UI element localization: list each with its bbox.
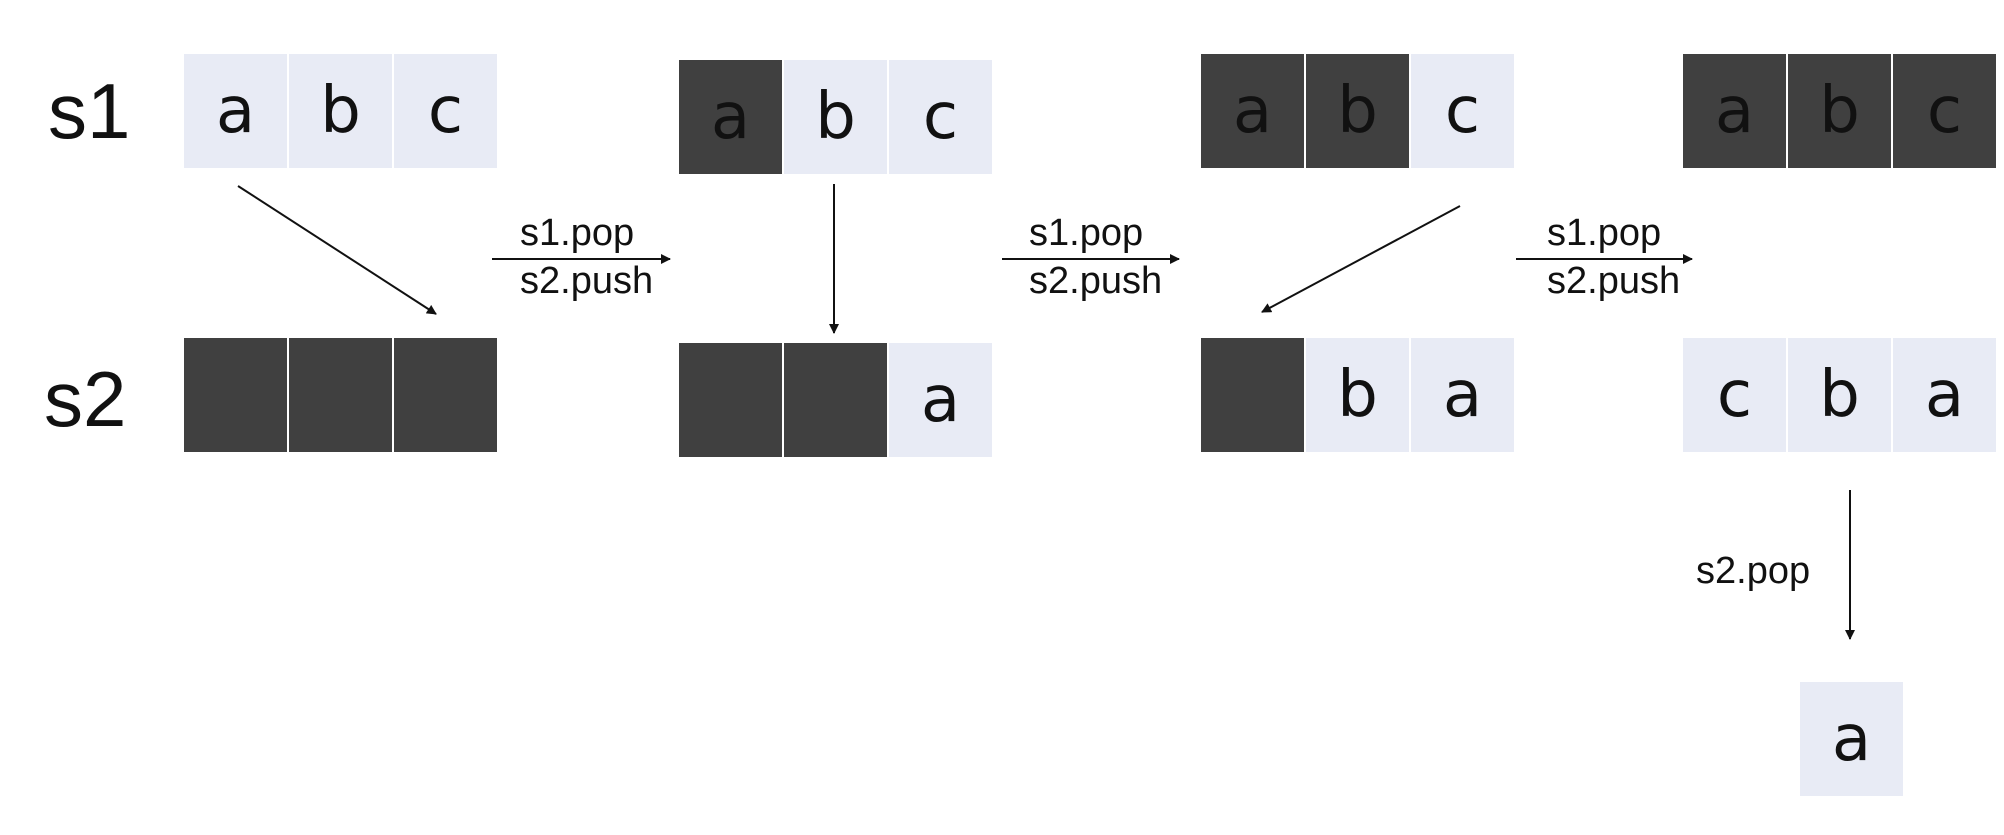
stage-1-s1-cell-1: a — [184, 54, 287, 168]
stage-2-s2-cell-3: a — [889, 343, 992, 457]
stage-1-s2-cell-3 — [394, 338, 497, 452]
stack-label-s2: s2 — [44, 355, 127, 443]
stage-2-s1-cell-3: c — [889, 60, 992, 174]
stage-4-s1-stack: a b c — [1683, 54, 1996, 168]
stage-1-s1-cell-3: c — [394, 54, 497, 168]
stage-3-s1-cell-1: a — [1201, 54, 1304, 168]
stage-2-s2-cell-2 — [784, 343, 887, 457]
stage-4-s2-cell-1: c — [1683, 338, 1786, 452]
stage-2-s1-stack: a b c — [679, 60, 992, 174]
stage-2-s2-cell-1 — [679, 343, 782, 457]
op-2-label-pop: s1.pop — [1029, 212, 1144, 254]
transfer-arrow-1 — [237, 185, 437, 315]
stage-2-s2-stack: a — [679, 343, 992, 457]
stage-4-s2-cell-2: b — [1788, 338, 1891, 452]
popped-result-cell: a — [1800, 682, 1903, 796]
op-1-label-pop: s1.pop — [520, 212, 635, 254]
stage-1-s1-cell-2: b — [289, 54, 392, 168]
final-pop-label: s2.pop — [1696, 550, 1811, 592]
op-3-label-push: s2.push — [1547, 260, 1681, 302]
op-3-label-pop: s1.pop — [1547, 212, 1662, 254]
stage-3-s1-stack: a b c — [1201, 54, 1514, 168]
stage-3-s2-cell-2: b — [1306, 338, 1409, 452]
stack-label-s1: s1 — [48, 67, 131, 155]
stage-4-s1-cell-3: c — [1893, 54, 1996, 168]
op-1-label-push: s2.push — [520, 260, 654, 302]
stage-4-s1-cell-1: a — [1683, 54, 1786, 168]
stage-3-s2-stack: b a — [1201, 338, 1514, 452]
stage-3-s1-cell-3: c — [1411, 54, 1514, 168]
stage-3-s2-cell-3: a — [1411, 338, 1514, 452]
op-2-label-push: s2.push — [1029, 260, 1163, 302]
stage-1-s2-cell-2 — [289, 338, 392, 452]
stage-1-s2-stack — [184, 338, 497, 452]
transfer-arrow-3 — [1261, 205, 1461, 313]
popped-result-stack: a — [1800, 682, 1903, 796]
stage-4-s1-cell-2: b — [1788, 54, 1891, 168]
stage-3-s1-cell-2: b — [1306, 54, 1409, 168]
stage-3-s2-cell-1 — [1201, 338, 1304, 452]
stage-2-s1-cell-2: b — [784, 60, 887, 174]
stage-4-s2-stack: c b a — [1683, 338, 1996, 452]
stage-1-s1-stack: a b c — [184, 54, 497, 168]
stage-2-s1-cell-1: a — [679, 60, 782, 174]
stage-1-s2-cell-1 — [184, 338, 287, 452]
stage-4-s2-cell-3: a — [1893, 338, 1996, 452]
